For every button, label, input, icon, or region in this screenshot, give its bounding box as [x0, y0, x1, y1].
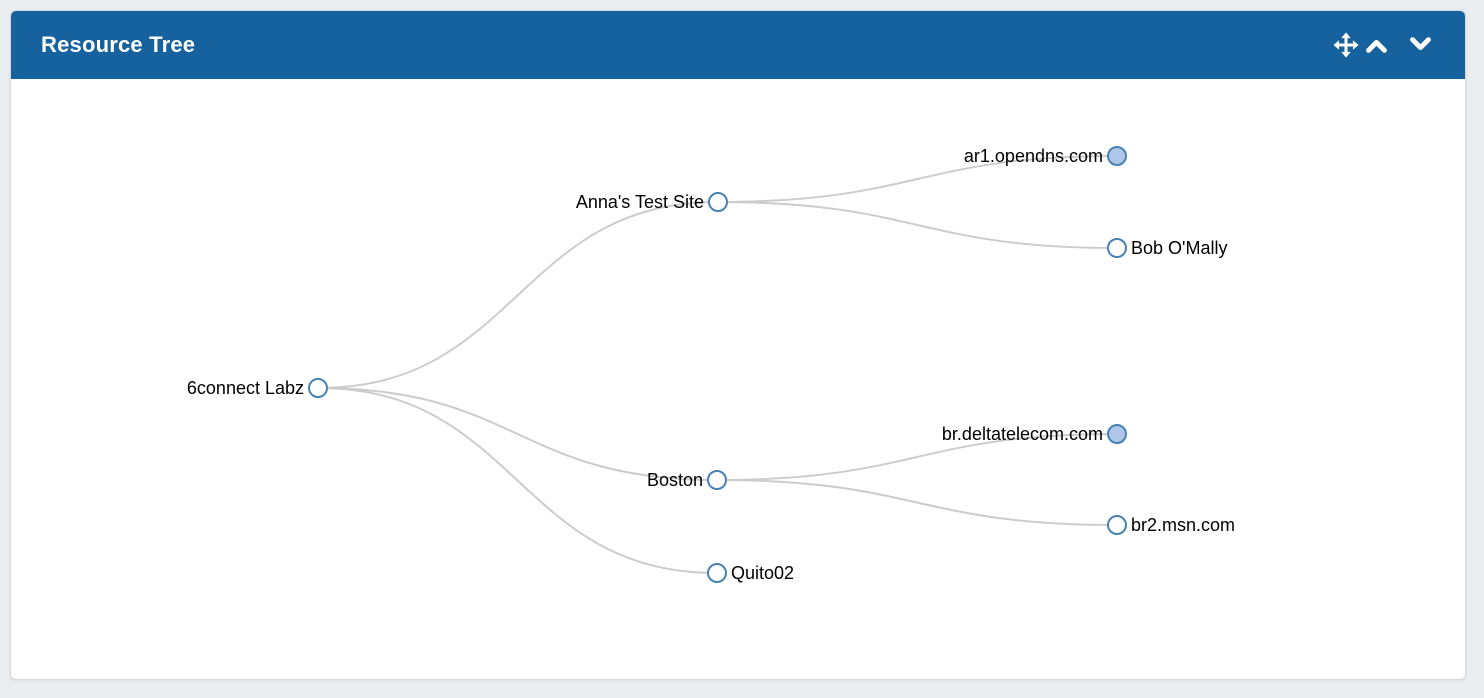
tree-link-boston-brdelta [716, 433, 1118, 481]
tree-link-root-anna [317, 201, 719, 389]
tree-link-anna-ar1 [717, 155, 1118, 203]
tree-link-root-boston [317, 387, 718, 481]
tree-node-label-br2[interactable]: br2.msn.com [1131, 515, 1235, 535]
tree-node-label-bob[interactable]: Bob O'Mally [1131, 238, 1227, 258]
arrows-move-icon [1333, 32, 1359, 58]
expand-down-button[interactable] [1410, 37, 1431, 53]
tree-node-label-ar1[interactable]: ar1.opendns.com [964, 146, 1103, 166]
panel-header-controls [1333, 32, 1431, 58]
tree-link-boston-br2 [716, 479, 1118, 526]
tree-node-br2: br2.msn.com [1107, 515, 1235, 535]
tree-node-circle-boston[interactable] [707, 470, 727, 490]
tree-link-root-quito [317, 387, 718, 574]
tree-node-anna: Anna's Test Site [576, 192, 728, 212]
tree-node-bob: Bob O'Mally [1107, 238, 1227, 258]
chevron-down-icon [1410, 37, 1431, 53]
tree-node-label-brdelta[interactable]: br.deltatelecom.com [942, 424, 1103, 444]
tree-node-circle-bob[interactable] [1107, 238, 1127, 258]
tree-node-label-anna[interactable]: Anna's Test Site [576, 192, 704, 212]
tree-node-circle-quito[interactable] [707, 563, 727, 583]
tree-nodes-layer: 6connect Labz Anna's Test Site ar1.opendns… [187, 146, 1235, 583]
tree-node-circle-anna[interactable] [708, 192, 728, 212]
panel-header: Resource Tree [11, 11, 1465, 79]
collapse-up-button[interactable] [1366, 37, 1387, 53]
tree-link-anna-bob [717, 201, 1118, 249]
tree-node-root: 6connect Labz [187, 378, 328, 398]
tree-node-circle-ar1[interactable] [1107, 146, 1127, 166]
tree-node-label-root[interactable]: 6connect Labz [187, 378, 304, 398]
tree-node-brdelta: br.deltatelecom.com [942, 424, 1127, 444]
tree-node-boston: Boston [647, 470, 727, 490]
tree-node-quito: Quito02 [707, 563, 794, 583]
tree-node-circle-root[interactable] [308, 378, 328, 398]
tree-node-circle-brdelta[interactable] [1107, 424, 1127, 444]
move-button[interactable] [1333, 32, 1359, 58]
tree-node-label-boston[interactable]: Boston [647, 470, 703, 490]
panel-title: Resource Tree [41, 32, 196, 57]
tree-node-circle-br2[interactable] [1107, 515, 1127, 535]
tree-node-label-quito[interactable]: Quito02 [731, 563, 794, 583]
tree-links-layer [317, 155, 1118, 574]
chevron-up-icon [1366, 37, 1387, 53]
tree-node-ar1: ar1.opendns.com [964, 146, 1127, 166]
resource-tree-panel: Resource Tree [10, 10, 1466, 680]
